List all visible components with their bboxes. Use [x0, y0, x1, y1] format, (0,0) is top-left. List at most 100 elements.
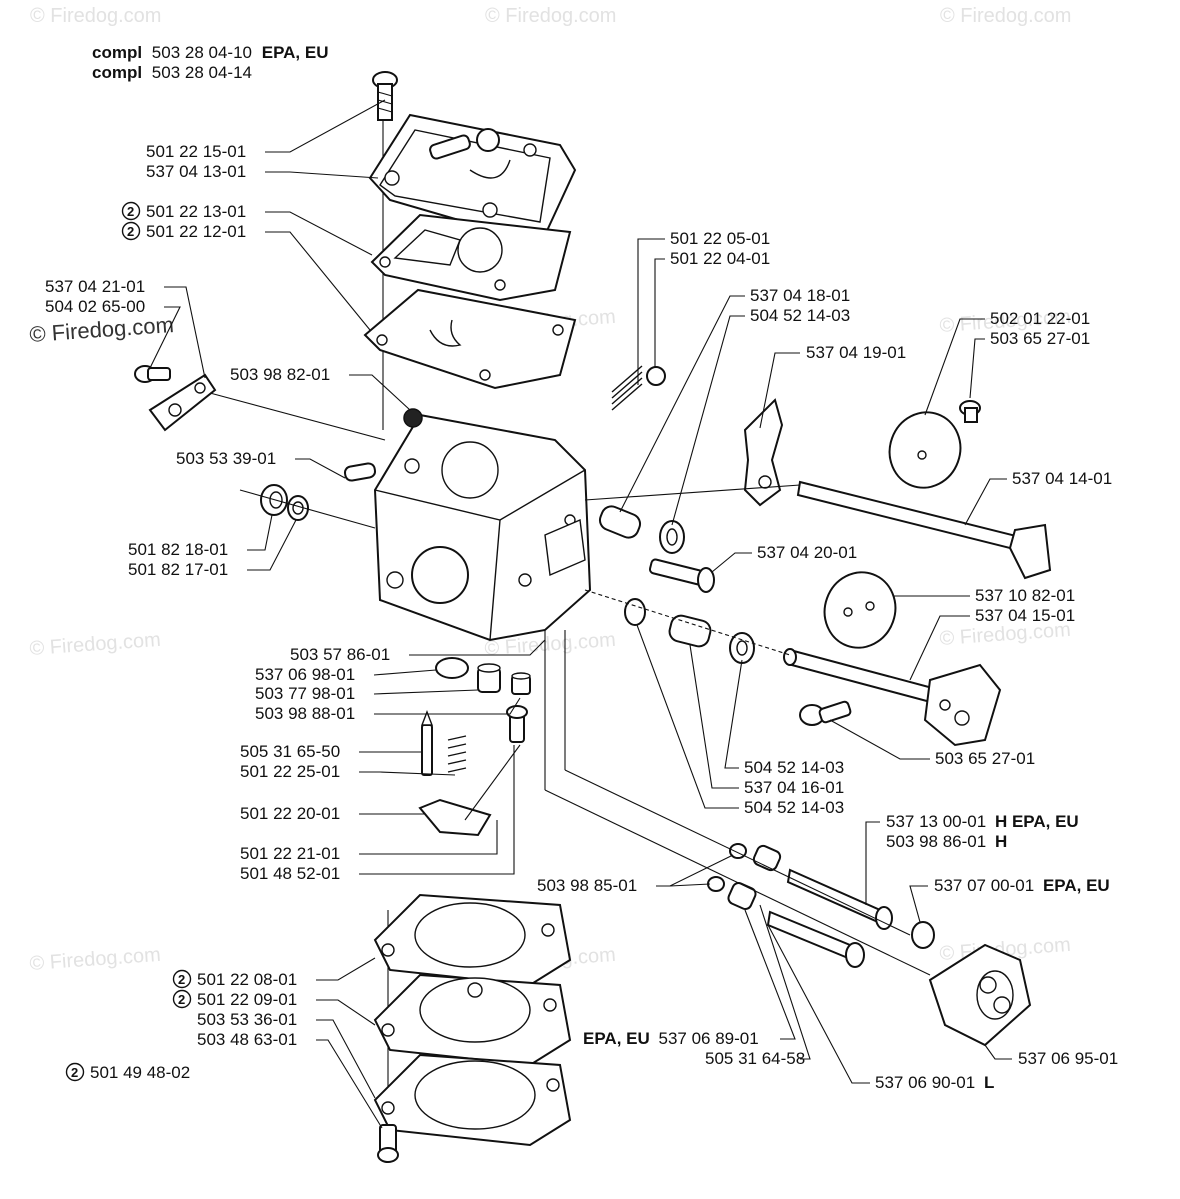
side-plate	[134, 365, 217, 432]
part-label: 537 04 19-01	[806, 343, 906, 362]
leader-line	[924, 318, 985, 416]
leader-line	[164, 286, 206, 379]
metering-spring	[447, 735, 467, 773]
part-label: 503 77 98-01	[255, 684, 355, 703]
shaft-axis	[239, 489, 376, 529]
part-label: 537 13 00-01 H EPA, EU	[886, 812, 1079, 831]
part-label: 501 22 20-01	[240, 804, 340, 823]
part-label: 505 31 64-58	[705, 1049, 805, 1068]
circled-marker: 2	[65, 1062, 85, 1082]
leader-line	[359, 820, 498, 855]
watermark-text-dark: © Firedog.com	[29, 312, 175, 347]
leader-line	[637, 238, 665, 385]
leader-line	[865, 821, 880, 905]
part-label: 503 65 27-01	[935, 749, 1035, 768]
leader-line	[671, 315, 745, 526]
part-label: 503 65 27-01	[990, 329, 1090, 348]
part-label: 537 04 13-01	[146, 162, 246, 181]
part-label: 537 04 16-01	[744, 778, 844, 797]
part-label: 537 04 20-01	[757, 543, 857, 562]
leader-line	[829, 719, 930, 760]
leader-line	[316, 1039, 383, 1129]
part-label: 501 22 09-01	[197, 990, 297, 1009]
watermark-text: © Firedog.com	[30, 5, 161, 27]
leader-line	[373, 669, 437, 676]
leader-line	[374, 697, 521, 715]
leader-line	[767, 924, 870, 1084]
watermark-text: © Firedog.com	[29, 944, 162, 975]
shaft-axis	[584, 589, 791, 656]
leader-line	[149, 306, 181, 369]
part-label: 501 22 13-01	[146, 202, 246, 221]
part-label: 504 52 14-03	[750, 306, 850, 325]
leader-line	[711, 552, 752, 573]
part-label: 501 82 18-01	[128, 540, 228, 559]
shaft-axis	[584, 484, 801, 501]
carburetor-body	[343, 413, 592, 642]
fuel-screen	[403, 408, 423, 428]
part-label: 537 06 95-01	[1018, 1049, 1118, 1068]
leader-line	[654, 258, 665, 367]
part-label: 502 01 22-01	[990, 309, 1090, 328]
part-label: 503 98 88-01	[255, 704, 355, 723]
leader-line	[265, 99, 386, 153]
svg-text:2: 2	[71, 1065, 78, 1080]
pump-cover	[368, 113, 577, 237]
kit-header: compl 503 28 04-10 EPA, EU compl 503 28 …	[92, 43, 329, 82]
svg-text:2: 2	[127, 204, 134, 219]
leader-line	[373, 689, 479, 695]
throttle-spring	[598, 505, 685, 554]
leader-line	[409, 639, 546, 656]
part-label: 503 53 36-01	[197, 1010, 297, 1029]
leader-line	[359, 745, 515, 875]
part-label: 501 22 04-01	[670, 249, 770, 268]
metering-lever	[418, 744, 521, 837]
part-label: 537 06 90-01 L	[875, 1073, 994, 1092]
leader-line	[265, 171, 379, 179]
needle-axis	[544, 789, 931, 976]
bottom-screw	[377, 1124, 399, 1163]
svg-text:2: 2	[178, 972, 185, 987]
leader-line	[247, 519, 297, 571]
leader-line	[984, 1044, 1012, 1060]
part-label: 501 22 05-01	[670, 229, 770, 248]
leader-line	[265, 231, 371, 331]
part-label: 537 04 21-01	[45, 277, 145, 296]
circled-marker: 2	[172, 969, 192, 989]
part-label: 537 04 14-01	[1012, 469, 1112, 488]
limiter-cap-small	[911, 921, 935, 949]
lever-screw	[506, 705, 528, 743]
leader-line	[969, 338, 985, 399]
part-label: EPA, EU 537 06 89-01	[583, 1029, 759, 1048]
throttle-screw	[648, 558, 715, 593]
svg-text:2: 2	[127, 224, 134, 239]
circled-marker: 2	[121, 221, 141, 241]
choke-plate	[823, 571, 897, 649]
welch-plug	[435, 657, 469, 679]
leader-line	[759, 904, 811, 1060]
limiter-cap-double	[928, 943, 1032, 1047]
leader-line	[744, 909, 796, 1040]
leader-line	[619, 295, 745, 513]
leader-line	[359, 771, 456, 776]
part-label: 501 82 17-01	[128, 560, 228, 579]
part-label: 501 22 08-01	[197, 970, 297, 989]
leader-line	[316, 999, 376, 1026]
pump-diaphragm	[363, 288, 577, 390]
part-label: 503 98 86-01 H	[886, 832, 1007, 851]
leader-line	[265, 211, 373, 256]
metering-cover	[373, 1053, 572, 1147]
leader-line	[316, 1019, 376, 1099]
leader-line	[669, 883, 711, 887]
leader-line	[316, 957, 376, 981]
needle-axis	[564, 769, 911, 936]
watermark-text: © Firedog.com	[940, 5, 1071, 27]
metering-diaphragm	[373, 973, 572, 1067]
shaft-axis	[209, 392, 386, 441]
part-label: 503 53 39-01	[176, 449, 276, 468]
throttle-plate	[888, 400, 981, 489]
nozzle-nut	[511, 672, 531, 695]
needle-seat	[477, 663, 501, 693]
part-label: 501 22 12-01	[146, 222, 246, 241]
